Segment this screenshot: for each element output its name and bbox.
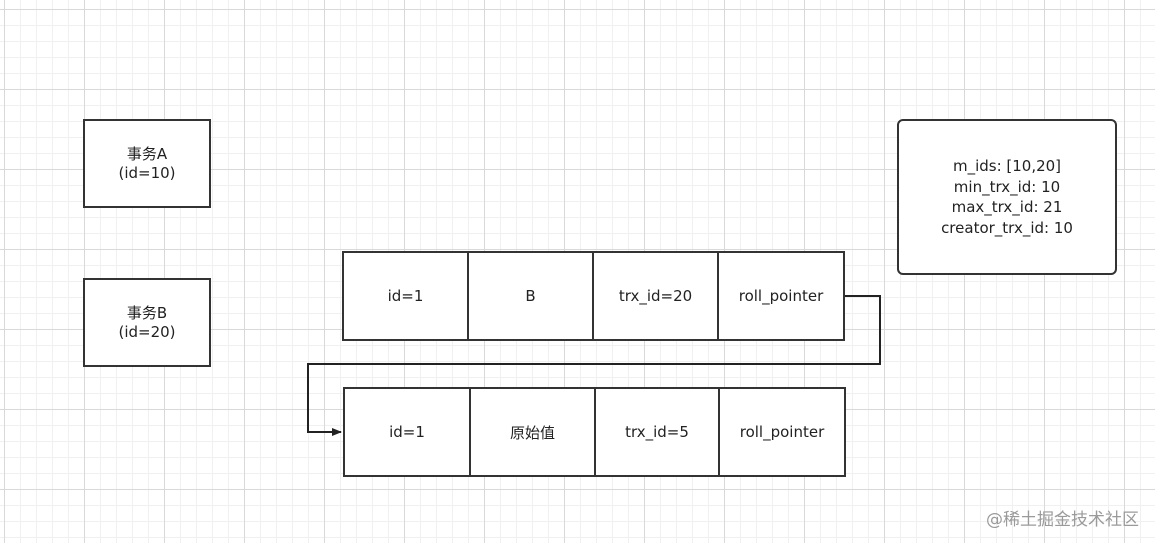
- undo-cell-id: id=1: [343, 387, 471, 477]
- read-view-min-trx-id: min_trx_id: 10: [953, 177, 1061, 196]
- transaction-a-id: (id=10): [118, 163, 176, 182]
- undo-cell-trx-id: trx_id=5: [594, 387, 720, 477]
- record-cell-roll-pointer: roll_pointer: [717, 251, 845, 341]
- read-view-m-ids: m_ids: [10,20]: [952, 157, 1062, 175]
- undo-cell-value: 原始值: [469, 387, 596, 477]
- watermark-text: @稀土掘金技术社区: [986, 510, 1139, 530]
- record-cell-value: B: [467, 251, 594, 341]
- transaction-a-name: 事务A: [126, 144, 168, 163]
- transaction-a-box: 事务A (id=10): [83, 119, 211, 208]
- transaction-b-name: 事务B: [126, 303, 168, 322]
- read-view-max-trx-id: max_trx_id: 21: [951, 198, 1063, 216]
- undo-cell-roll-pointer: roll_pointer: [718, 387, 846, 477]
- record-cell-trx-id: trx_id=20: [592, 251, 719, 341]
- transaction-b-id: (id=20): [118, 322, 176, 341]
- read-view-creator-trx-id: creator_trx_id: 10: [941, 218, 1073, 237]
- record-cell-id: id=1: [342, 251, 469, 341]
- transaction-b-box: 事务B (id=20): [83, 278, 211, 367]
- read-view-box: m_ids: [10,20] min_trx_id: 10 max_trx_id…: [897, 119, 1117, 275]
